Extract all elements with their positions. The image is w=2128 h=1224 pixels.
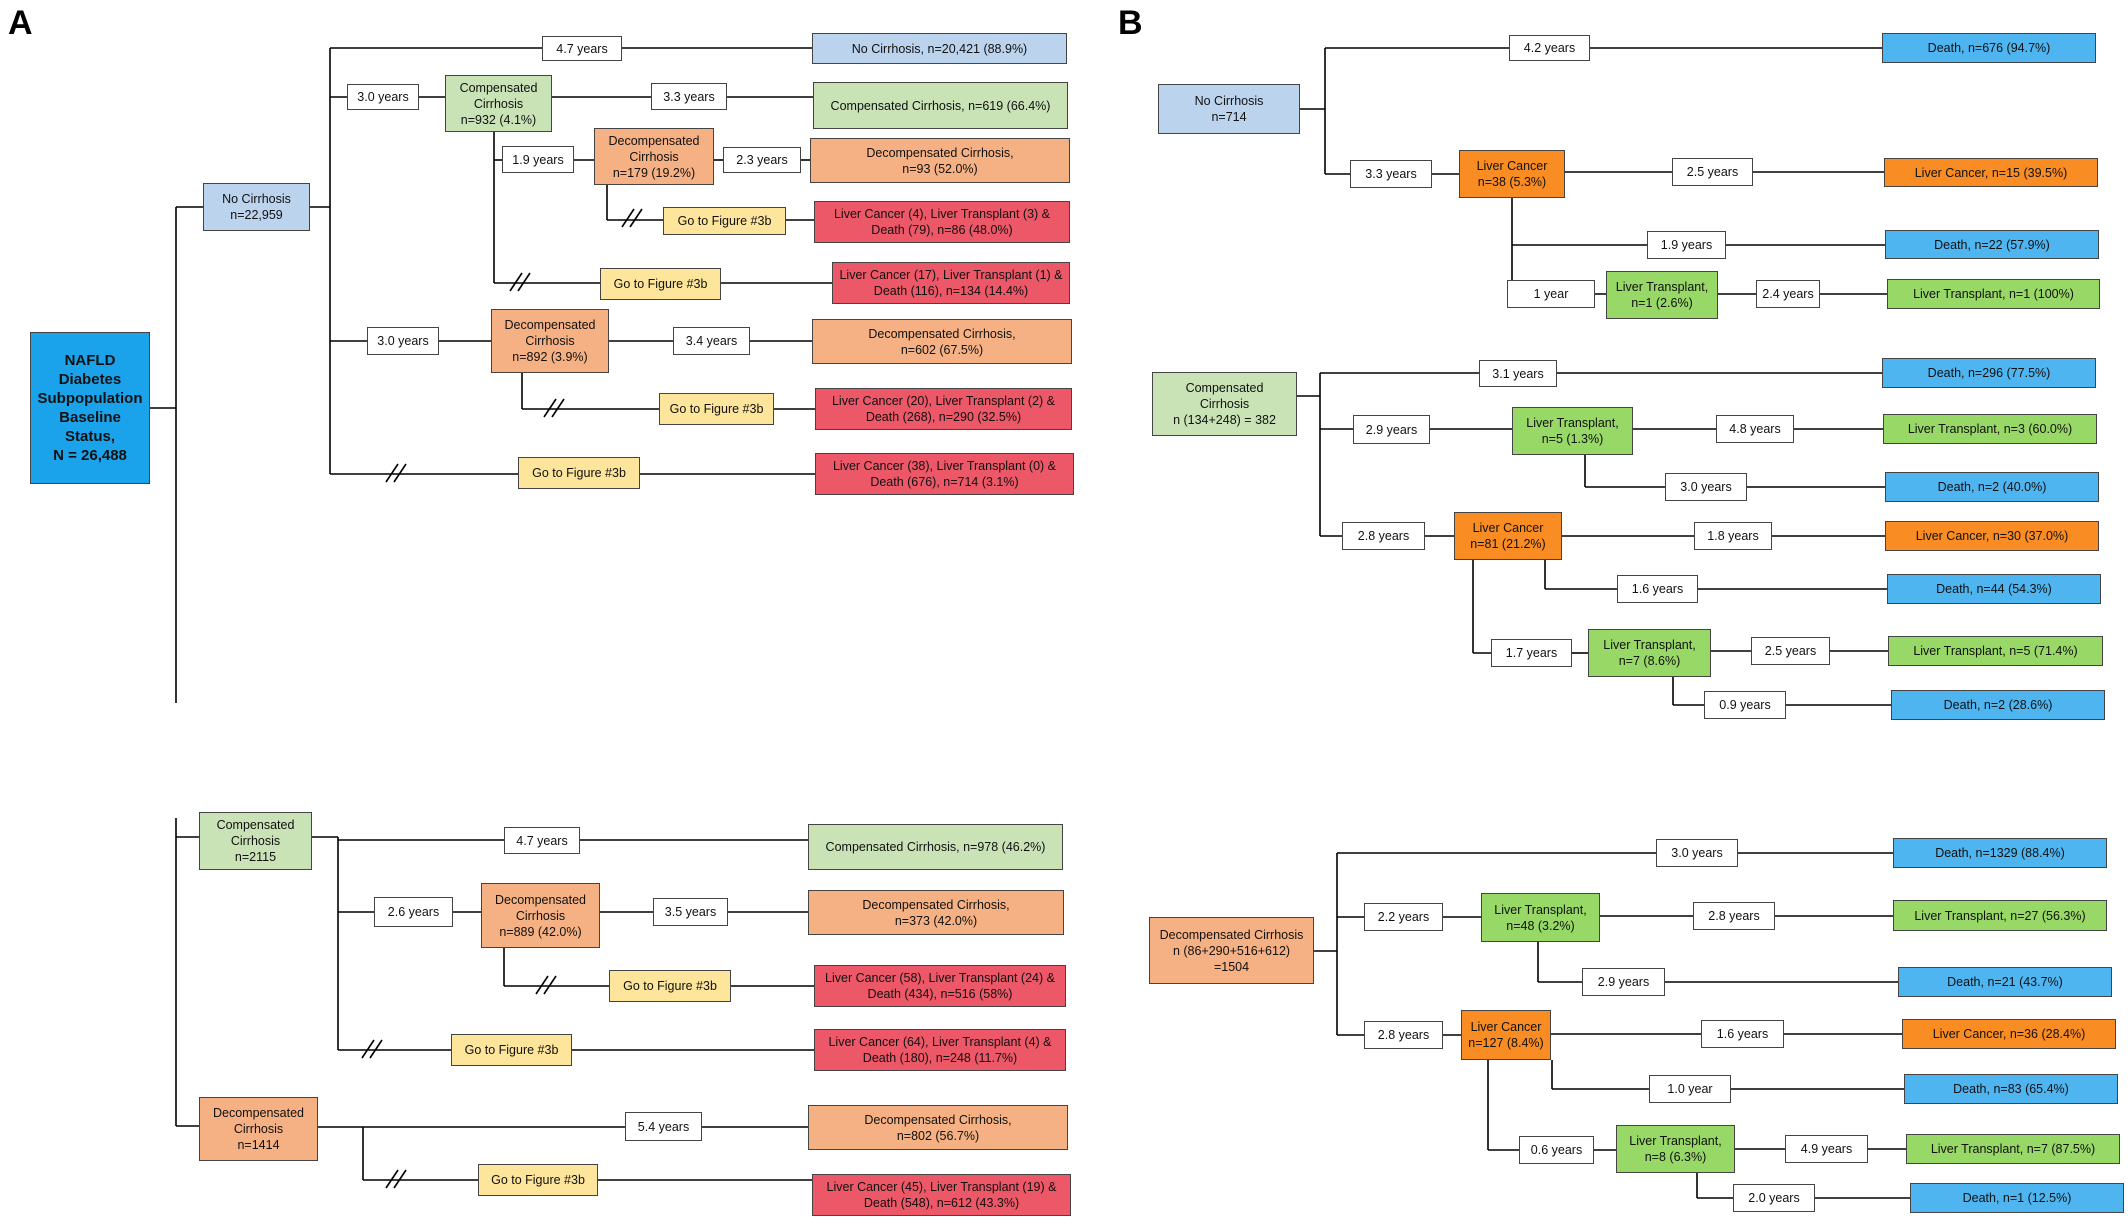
outcome-liver-transplant: Liver Transplant, n=7 (87.5%) xyxy=(1906,1134,2120,1164)
duration-label: 3.1 years xyxy=(1479,360,1557,387)
duration-label: 2.8 years xyxy=(1342,522,1425,550)
go-to-figure-3b-link[interactable]: Go to Figure #3b xyxy=(659,393,774,425)
root-node-nafld-diabetes: NAFLD Diabetes Subpopulation Baseline St… xyxy=(30,332,150,484)
outcome-death: Death, n=2 (40.0%) xyxy=(1885,472,2099,502)
go-to-figure-3b-link[interactable]: Go to Figure #3b xyxy=(518,457,640,489)
duration-label: 1.6 years xyxy=(1701,1020,1784,1048)
node-decompensated-cirrhosis: Decompensated Cirrhosis n=179 (19.2%) xyxy=(594,128,714,185)
node-liver-cancer: Liver Cancer n=81 (21.2%) xyxy=(1454,512,1562,560)
node-compensated-cirrhosis: Compensated Cirrhosis n (134+248) = 382 xyxy=(1152,372,1297,436)
panel-label-a: A xyxy=(8,4,33,42)
duration-label: 4.9 years xyxy=(1785,1135,1868,1163)
node-liver-transplant: Liver Transplant, n=5 (1.3%) xyxy=(1512,407,1633,455)
duration-label: 1 year xyxy=(1507,280,1595,308)
node-no-cirrhosis: No Cirrhosis n=714 xyxy=(1158,84,1300,134)
outcome-cancer-transplant-death: Liver Cancer (20), Liver Transplant (2) … xyxy=(815,388,1072,430)
duration-label: 1.0 year xyxy=(1649,1075,1731,1103)
outcome-decompensated-cirrhosis: Decompensated Cirrhosis, n=802 (56.7%) xyxy=(808,1105,1068,1150)
panel-label-b: B xyxy=(1118,4,1143,42)
outcome-death: Death, n=1 (12.5%) xyxy=(1910,1183,2124,1213)
outcome-death: Death, n=676 (94.7%) xyxy=(1882,33,2096,63)
node-decompensated-cirrhosis: Decompensated Cirrhosis n=1414 xyxy=(199,1097,318,1161)
outcome-cancer-transplant-death: Liver Cancer (38), Liver Transplant (0) … xyxy=(815,453,1074,495)
outcome-death: Death, n=2 (28.6%) xyxy=(1891,690,2105,720)
duration-label: 0.9 years xyxy=(1704,691,1786,719)
node-compensated-cirrhosis: Compensated Cirrhosis n=2115 xyxy=(199,812,312,870)
go-to-figure-3b-link[interactable]: Go to Figure #3b xyxy=(600,268,721,300)
node-liver-cancer: Liver Cancer n=38 (5.3%) xyxy=(1459,150,1565,198)
duration-label: 4.8 years xyxy=(1716,415,1794,443)
go-to-figure-3b-link[interactable]: Go to Figure #3b xyxy=(451,1034,572,1066)
node-liver-transplant: Liver Transplant, n=8 (6.3%) xyxy=(1616,1125,1735,1173)
duration-label: 2.9 years xyxy=(1353,415,1430,444)
outcome-death: Death, n=1329 (88.4%) xyxy=(1893,838,2107,868)
duration-label: 2.4 years xyxy=(1756,280,1820,308)
duration-label: 1.9 years xyxy=(1647,231,1726,259)
go-to-figure-3b-link[interactable]: Go to Figure #3b xyxy=(663,207,786,235)
duration-label: 2.5 years xyxy=(1751,637,1830,665)
outcome-cancer-transplant-death: Liver Cancer (4), Liver Transplant (3) &… xyxy=(814,201,1070,243)
duration-label: 1.6 years xyxy=(1617,575,1698,603)
outcome-death: Death, n=44 (54.3%) xyxy=(1887,574,2101,604)
node-no-cirrhosis: No Cirrhosis n=22,959 xyxy=(203,183,310,231)
outcome-cancer-transplant-death: Liver Cancer (58), Liver Transplant (24)… xyxy=(814,965,1066,1007)
duration-label: 2.2 years xyxy=(1364,903,1443,931)
duration-label: 3.4 years xyxy=(673,327,750,355)
duration-label: 3.0 years xyxy=(1665,473,1747,501)
go-to-figure-3b-link[interactable]: Go to Figure #3b xyxy=(609,970,731,1002)
outcome-death: Death, n=21 (43.7%) xyxy=(1898,967,2112,997)
duration-label: 2.8 years xyxy=(1693,902,1775,930)
outcome-liver-cancer: Liver Cancer, n=15 (39.5%) xyxy=(1884,158,2098,187)
duration-label: 3.3 years xyxy=(1350,160,1432,188)
node-liver-cancer: Liver Cancer n=127 (8.4%) xyxy=(1461,1010,1551,1060)
duration-label: 2.3 years xyxy=(723,147,801,173)
duration-label: 2.0 years xyxy=(1733,1184,1815,1212)
duration-label: 4.7 years xyxy=(504,827,580,854)
outcome-liver-transplant: Liver Transplant, n=5 (71.4%) xyxy=(1888,636,2103,666)
outcome-compensated-cirrhosis: Compensated Cirrhosis, n=978 (46.2%) xyxy=(808,824,1063,870)
duration-label: 3.0 years xyxy=(1656,839,1738,867)
outcome-decompensated-cirrhosis: Decompensated Cirrhosis, n=373 (42.0%) xyxy=(808,890,1064,935)
outcome-decompensated-cirrhosis: Decompensated Cirrhosis, n=602 (67.5%) xyxy=(812,319,1072,364)
duration-label: 2.8 years xyxy=(1364,1021,1443,1049)
duration-label: 5.4 years xyxy=(625,1112,702,1141)
duration-label: 3.0 years xyxy=(367,327,439,355)
outcome-decompensated-cirrhosis: Decompensated Cirrhosis, n=93 (52.0%) xyxy=(810,138,1070,183)
duration-label: 4.2 years xyxy=(1509,35,1590,61)
node-decompensated-cirrhosis: Decompensated Cirrhosis n (86+290+516+61… xyxy=(1149,917,1314,984)
duration-label: 1.7 years xyxy=(1491,639,1572,667)
duration-label: 2.5 years xyxy=(1672,158,1753,186)
node-liver-transplant: Liver Transplant, n=48 (3.2%) xyxy=(1481,893,1600,942)
outcome-compensated-cirrhosis: Compensated Cirrhosis, n=619 (66.4%) xyxy=(813,82,1068,129)
outcome-cancer-transplant-death: Liver Cancer (45), Liver Transplant (19)… xyxy=(812,1174,1071,1216)
node-decompensated-cirrhosis: Decompensated Cirrhosis n=892 (3.9%) xyxy=(491,309,609,373)
outcome-liver-cancer: Liver Cancer, n=30 (37.0%) xyxy=(1885,521,2099,551)
duration-label: 4.7 years xyxy=(542,36,622,61)
outcome-death: Death, n=22 (57.9%) xyxy=(1885,230,2099,259)
outcome-liver-cancer: Liver Cancer, n=36 (28.4%) xyxy=(1902,1019,2116,1049)
outcome-liver-transplant: Liver Transplant, n=27 (56.3%) xyxy=(1893,900,2107,931)
duration-label: 2.6 years xyxy=(374,897,453,927)
node-liver-transplant: Liver Transplant, n=1 (2.6%) xyxy=(1606,271,1718,319)
duration-label: 3.3 years xyxy=(651,83,727,110)
duration-label: 3.5 years xyxy=(653,898,728,926)
duration-label: 2.9 years xyxy=(1582,968,1665,996)
duration-label: 0.6 years xyxy=(1519,1136,1594,1164)
outcome-cancer-transplant-death: Liver Cancer (17), Liver Transplant (1) … xyxy=(832,262,1070,304)
outcome-cancer-transplant-death: Liver Cancer (64), Liver Transplant (4) … xyxy=(814,1029,1066,1071)
node-decompensated-cirrhosis: Decompensated Cirrhosis n=889 (42.0%) xyxy=(481,883,600,948)
go-to-figure-3b-link[interactable]: Go to Figure #3b xyxy=(478,1164,598,1196)
outcome-death: Death, n=83 (65.4%) xyxy=(1904,1074,2118,1104)
outcome-death: Death, n=296 (77.5%) xyxy=(1882,358,2096,388)
node-liver-transplant: Liver Transplant, n=7 (8.6%) xyxy=(1588,629,1711,677)
duration-label: 1.9 years xyxy=(502,146,574,173)
outcome-no-cirrhosis: No Cirrhosis, n=20,421 (88.9%) xyxy=(812,33,1067,64)
outcome-liver-transplant: Liver Transplant, n=3 (60.0%) xyxy=(1883,414,2097,444)
outcome-liver-transplant: Liver Transplant, n=1 (100%) xyxy=(1887,279,2100,309)
duration-label: 3.0 years xyxy=(347,84,419,110)
duration-label: 1.8 years xyxy=(1694,522,1772,550)
node-compensated-cirrhosis: Compensated Cirrhosis n=932 (4.1%) xyxy=(445,75,552,132)
